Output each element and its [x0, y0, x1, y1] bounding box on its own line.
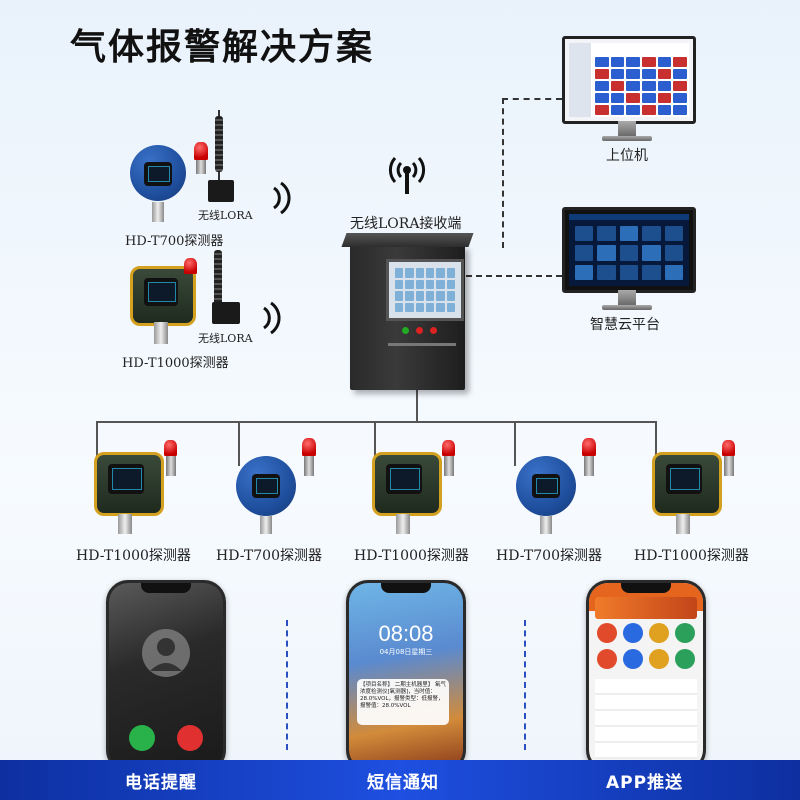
receiver-screen	[386, 259, 464, 321]
app-menu-grid	[597, 623, 695, 669]
phone-divider-1	[286, 620, 288, 750]
pc-link-vertical	[502, 98, 504, 248]
decline-call-button[interactable]	[177, 725, 203, 751]
power-led	[402, 327, 409, 334]
signal-waves-icon-2	[263, 301, 281, 335]
bus-vertical-line	[416, 390, 418, 422]
app-menu-icon[interactable]	[649, 623, 669, 643]
phone-app	[586, 580, 706, 772]
bus-drop-5	[655, 421, 657, 466]
bottom-detector-label: HD-T700探测器	[496, 548, 602, 564]
answer-call-button[interactable]	[129, 725, 155, 751]
wireless-antenna-icon	[388, 157, 426, 194]
top-detector-label-1: HD-T700探测器	[125, 234, 224, 249]
detector-t1000	[356, 436, 486, 536]
app-menu-icon[interactable]	[675, 649, 695, 669]
t1000-wireless-detector	[122, 250, 272, 360]
app-menu-icon[interactable]	[597, 623, 617, 643]
wireless-label-1: 无线LORA	[198, 209, 253, 222]
detector-t700	[218, 436, 348, 536]
detector-t1000	[636, 436, 766, 536]
detector-t1000	[78, 436, 208, 536]
sms-notification[interactable]: 【项目名称】 二期主机器里】 氧气浓度检测仪[氧测器]，当时值：28.0%VOL…	[357, 679, 449, 725]
app-menu-icon[interactable]	[623, 623, 643, 643]
alarm-led	[416, 327, 423, 334]
bus-drop-2	[238, 421, 240, 466]
bottom-detector-label: HD-T1000探测器	[354, 548, 469, 564]
cabinet-top	[341, 233, 474, 247]
top-detector-label-2: HD-T1000探测器	[122, 356, 229, 371]
pc-link-horizontal	[502, 98, 562, 100]
phone-divider-2	[524, 620, 526, 750]
app-menu-icon[interactable]	[675, 623, 695, 643]
signal-waves-icon	[273, 181, 291, 215]
pc-monitor	[562, 36, 696, 146]
pc-label: 上位机	[606, 148, 648, 164]
footer-bar: 电话提醒 短信通知 APP推送	[0, 760, 800, 800]
footer-call-label: 电话提醒	[125, 773, 197, 793]
cloud-monitor	[562, 207, 696, 317]
fault-led	[430, 327, 437, 334]
receiver-brand-strip	[388, 343, 456, 346]
bus-drop-4	[514, 421, 516, 466]
bottom-detector-label: HD-T700探测器	[216, 548, 322, 564]
lora-receiver-cabinet	[341, 233, 474, 390]
caller-avatar-icon	[142, 629, 190, 677]
lockscreen-time: 08:08	[378, 621, 434, 646]
t700-wireless-detector	[122, 110, 272, 230]
page-title: 气体报警解决方案	[70, 27, 375, 68]
bottom-detector-label: HD-T1000探测器	[634, 548, 749, 564]
detector-t700	[498, 436, 628, 536]
bus-drop-3	[374, 421, 376, 466]
bus-horizontal-line	[96, 421, 656, 423]
app-menu-icon[interactable]	[597, 649, 617, 669]
wireless-label-2: 无线LORA	[198, 332, 253, 345]
lockscreen-date: 04月08日星期三	[379, 648, 433, 656]
receiver-label: 无线LORA接收端	[350, 216, 462, 232]
cloud-label: 智慧云平台	[590, 317, 660, 333]
phone-call	[106, 580, 226, 772]
bus-drop-1	[96, 421, 98, 466]
footer-app-label: APP推送	[606, 773, 684, 793]
app-banner	[595, 597, 697, 619]
phone-sms: 08:08 04月08日星期三 【项目名称】 二期主机器里】 氧气浓度检测仪[氧…	[346, 580, 466, 772]
app-menu-icon[interactable]	[623, 649, 643, 669]
cloud-link	[466, 275, 562, 277]
app-alert-list	[595, 679, 697, 759]
app-menu-icon[interactable]	[649, 649, 669, 669]
footer-sms-label: 短信通知	[367, 773, 439, 793]
bottom-detector-label: HD-T1000探测器	[76, 548, 191, 564]
